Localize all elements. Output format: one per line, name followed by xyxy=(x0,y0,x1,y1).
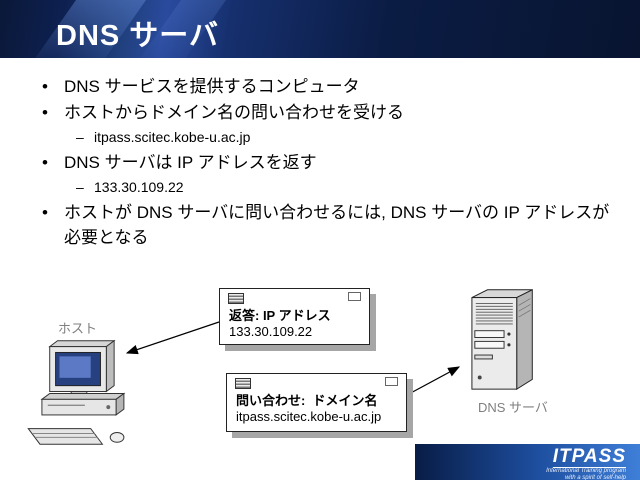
bullet-marker: • xyxy=(42,103,48,122)
server-label: DNS サーバ xyxy=(478,400,548,415)
footer-tagline-line2: with a spirit of self-help xyxy=(564,475,626,480)
host-computer-icon xyxy=(27,339,126,445)
reply-title: 返答: IP アドレス xyxy=(229,308,331,323)
window-icon xyxy=(385,377,398,386)
bullet-item: • DNS サービスを提供するコンピュータ xyxy=(42,74,618,99)
footer-tagline-line1: International Training program xyxy=(546,468,626,474)
bullet-marker: • xyxy=(42,77,48,96)
document-icon xyxy=(235,378,251,389)
network-diagram: ホスト xyxy=(0,275,640,455)
bullet-marker: • xyxy=(42,153,48,172)
query-title: 問い合わせ: ドメイン名 xyxy=(236,393,378,408)
bullet-list: • DNS サービスを提供するコンピュータ • ホストからドメイン名の問い合わせ… xyxy=(42,74,618,251)
title-bar: DNS サーバ xyxy=(0,0,640,58)
document-icon xyxy=(228,293,244,304)
bullet-item: • ホストからドメイン名の問い合わせを受ける xyxy=(42,100,618,125)
bullet-item: • ホストが DNS サーバに問い合わせるには, DNS サーバの IP アドレ… xyxy=(42,200,618,250)
bullet-text: itpass.scitec.kobe-u.ac.jp xyxy=(94,129,251,145)
window-icon xyxy=(348,292,361,301)
query-value: itpass.scitec.kobe-u.ac.jp xyxy=(236,409,382,424)
bullet-text: DNS サーバは IP アドレスを返す xyxy=(64,153,317,172)
bullet-text: ホストからドメイン名の問い合わせを受ける xyxy=(64,103,404,122)
bullet-subitem: – itpass.scitec.kobe-u.ac.jp xyxy=(76,126,618,149)
footer-logo-bar: ITPASS International Training program wi… xyxy=(415,444,640,480)
bullet-subitem: – 133.30.109.22 xyxy=(76,176,618,199)
bullet-text: 133.30.109.22 xyxy=(94,179,184,195)
bullet-text: DNS サービスを提供するコンピュータ xyxy=(64,77,360,96)
reply-message-box: 返答: IP アドレス 133.30.109.22 xyxy=(219,288,370,345)
page-title: DNS サーバ xyxy=(56,20,219,52)
bullet-text: ホストが DNS サーバに問い合わせるには, DNS サーバの IP アドレスが… xyxy=(64,203,610,247)
bullet-item: • DNS サーバは IP アドレスを返す xyxy=(42,150,618,175)
bullet-marker: – xyxy=(76,179,84,195)
reply-value: 133.30.109.22 xyxy=(229,324,313,339)
host-label: ホスト xyxy=(58,321,98,336)
itpass-logo: ITPASS xyxy=(552,446,626,468)
dns-server-icon xyxy=(471,289,533,391)
bullet-marker: • xyxy=(42,203,48,222)
bullet-marker: – xyxy=(76,129,84,145)
query-message-box: 問い合わせ: ドメイン名 itpass.scitec.kobe-u.ac.jp xyxy=(226,373,407,432)
